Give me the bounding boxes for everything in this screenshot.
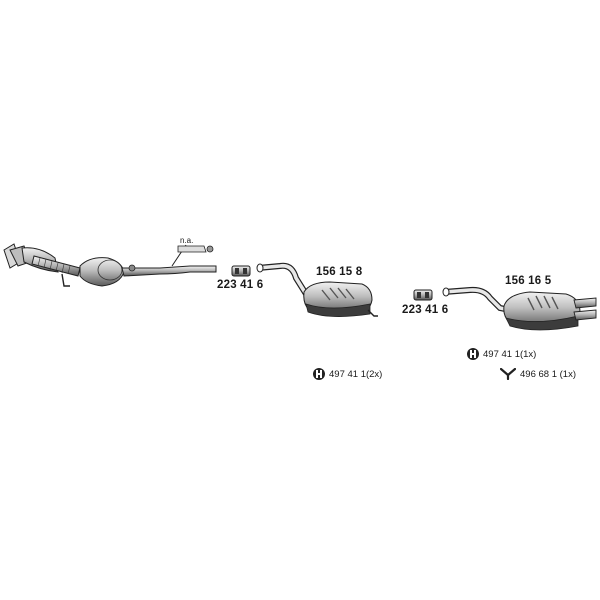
clamp-b-graphic <box>413 289 433 301</box>
oxygen-sensor <box>171 244 214 267</box>
front-pipe-catalyst <box>3 243 217 287</box>
legend-hanger-rear: 497 41 1(1x) <box>467 348 536 360</box>
clamp-a-label: 223 41 6 <box>217 279 264 291</box>
legend-y-bracket-text: 496 68 1 (1x) <box>520 368 576 380</box>
y-bracket-icon <box>500 368 516 380</box>
legend-hanger-front: 497 41 1(2x) <box>313 368 382 380</box>
hanger-icon <box>467 348 479 360</box>
hanger-icon <box>313 368 325 380</box>
legend-y-bracket: 496 68 1 (1x) <box>500 368 576 380</box>
sensor-note-label: n.a. <box>180 236 194 245</box>
rear-silencer-label: 156 16 5 <box>505 275 552 287</box>
rear-silencer-graphic <box>442 286 597 331</box>
clamp-b-label: 223 41 6 <box>402 304 449 316</box>
legend-hanger-rear-text: 497 41 1(1x) <box>483 348 537 360</box>
middle-silencer-graphic <box>256 262 378 317</box>
legend-hanger-front-text: 497 41 1(2x) <box>329 368 383 380</box>
middle-silencer-label: 156 15 8 <box>316 266 363 278</box>
clamp-a-graphic <box>231 265 251 277</box>
